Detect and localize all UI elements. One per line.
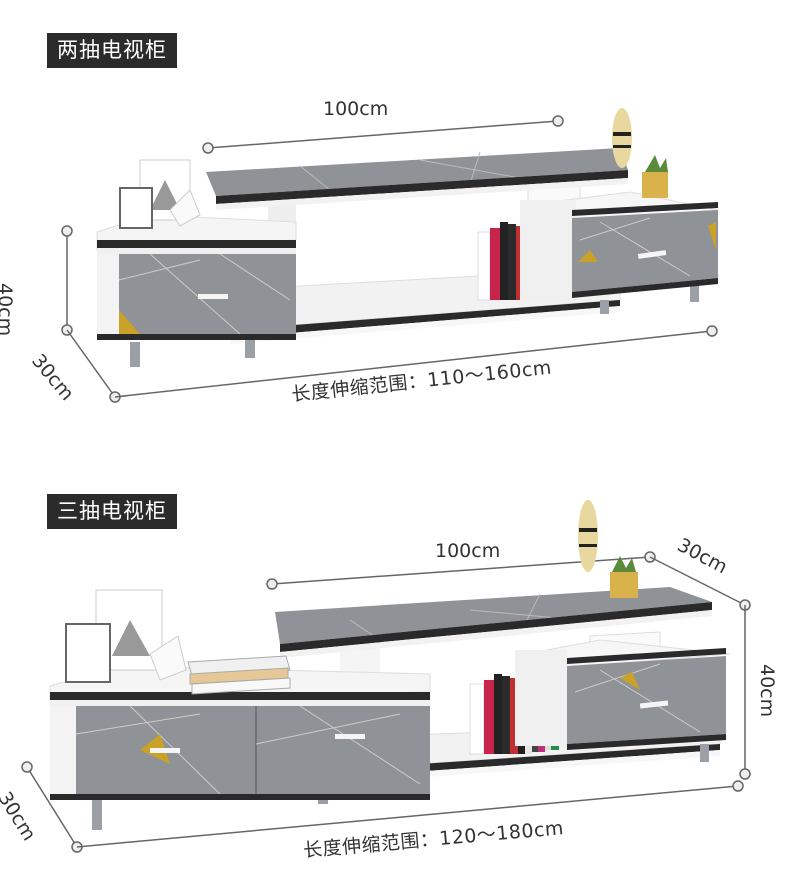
length-dimension-line: [114, 325, 718, 398]
plant-pot-decor: [642, 155, 668, 198]
section-title: 两抽电视柜: [47, 33, 177, 68]
three-drawer-cabinet-illustration: [21, 500, 751, 853]
length-dimension-line: [76, 780, 744, 848]
photo-frames-decor: [65, 589, 187, 683]
height-label: 40cm: [756, 664, 778, 718]
vase-decor: [578, 500, 598, 572]
left-drawer-unit: [96, 214, 297, 340]
two-drawer-cabinet-illustration: [61, 108, 719, 403]
height-dimension-line: [61, 225, 73, 336]
top-width-label: 100cm: [435, 540, 501, 562]
height-dimension-line: [739, 605, 751, 780]
right-drawer-unit: [519, 191, 719, 300]
section-title: 三抽电视柜: [47, 494, 177, 529]
height-label: 40cm: [0, 283, 16, 337]
stacked-books-decor: [187, 655, 291, 695]
top-width-label: 100cm: [323, 98, 389, 120]
right-drawer-unit: [514, 639, 731, 750]
photo-frames-decor: [119, 159, 201, 229]
plant-pot-decor: [610, 556, 638, 598]
vase-decor: [612, 108, 632, 168]
three-drawer-section: 三抽电视柜: [0, 444, 790, 888]
two-drawer-section: 两抽电视柜: [0, 0, 790, 440]
top-width-dimension-line: [202, 115, 564, 154]
